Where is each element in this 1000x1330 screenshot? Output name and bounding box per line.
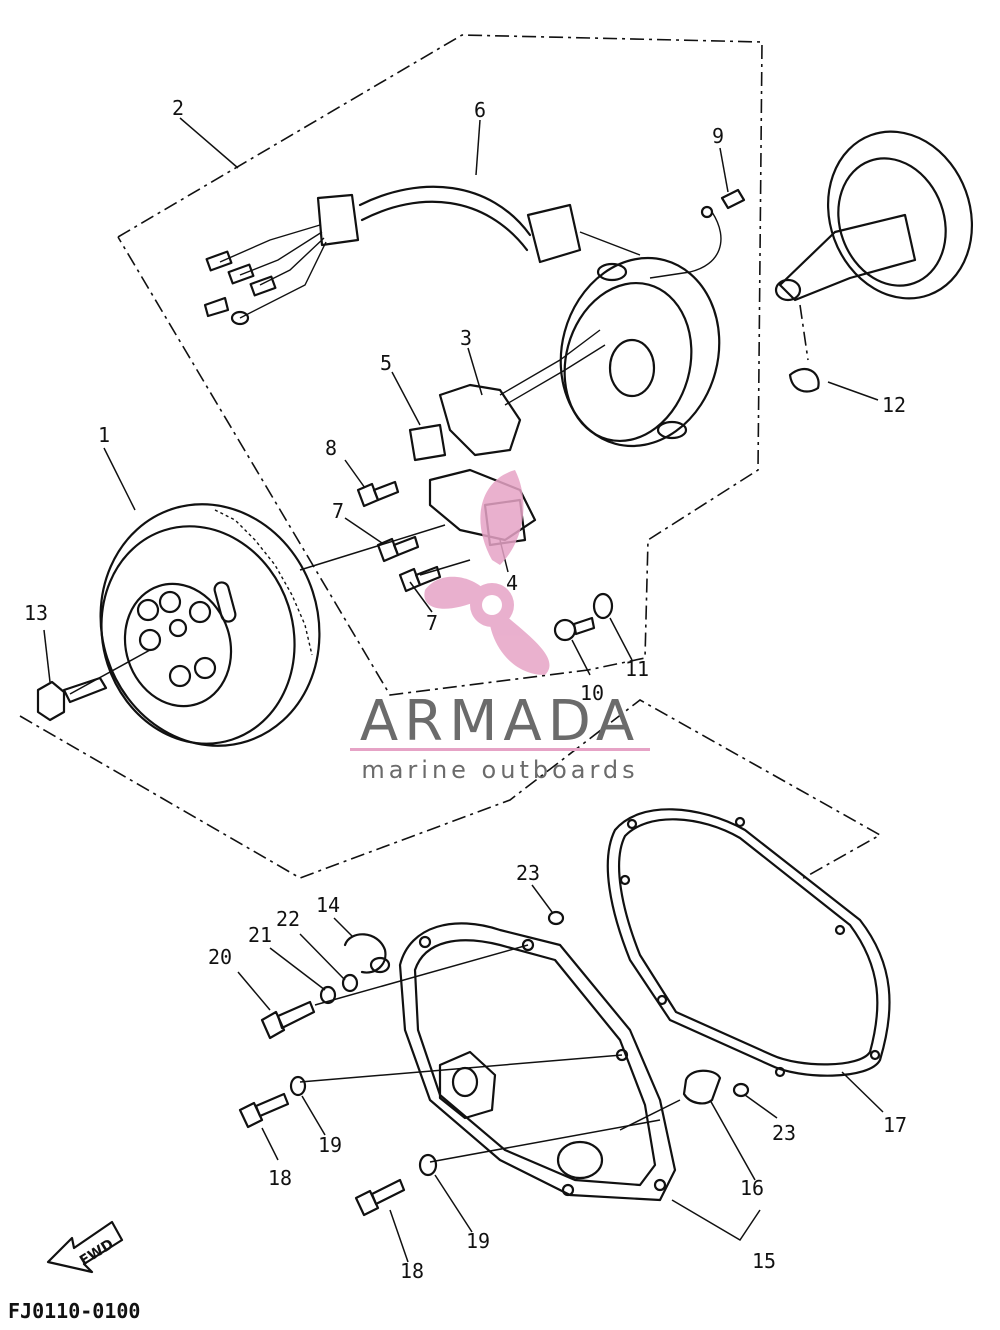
- stator-assembly-part: [408, 256, 721, 547]
- callout-19a: 19: [318, 1133, 342, 1157]
- callout-leaders: [43, 117, 884, 1263]
- callout-3: 3: [460, 326, 472, 350]
- callout-labels: 1 2 3 4 5 6 7 7 8 9 10 11 12 13 14 15 16…: [24, 96, 907, 1283]
- callout-10: 10: [580, 681, 604, 705]
- ground-lead-part: [649, 188, 746, 279]
- callout-16: 16: [740, 1176, 764, 1200]
- callout-22: 22: [276, 907, 300, 931]
- callout-11: 11: [625, 657, 649, 681]
- stator-screws-part: [299, 480, 614, 642]
- cover-fasteners-part: [260, 933, 529, 1040]
- watermark-underline: [350, 748, 650, 751]
- callout-13: 13: [24, 601, 48, 625]
- callout-14: 14: [316, 893, 340, 917]
- document-code: FJ0110-0100: [8, 1299, 140, 1323]
- callout-6: 6: [474, 98, 486, 122]
- watermark-tagline: marine outboards: [361, 756, 638, 784]
- crank-bracket-part: [774, 130, 974, 393]
- flywheel-part: [99, 503, 321, 747]
- callout-4: 4: [506, 571, 518, 595]
- callout-2: 2: [172, 96, 184, 120]
- magneto-cover-part: [398, 922, 677, 1202]
- callout-8: 8: [325, 436, 337, 460]
- callout-7b: 7: [426, 611, 438, 635]
- callout-18a: 18: [268, 1166, 292, 1190]
- callout-7a: 7: [332, 499, 344, 523]
- callout-20: 20: [208, 945, 232, 969]
- callout-23a: 23: [516, 861, 540, 885]
- callout-18b: 18: [400, 1259, 424, 1283]
- callout-19b: 19: [466, 1229, 490, 1253]
- callout-12: 12: [882, 393, 906, 417]
- callout-1: 1: [98, 423, 110, 447]
- callout-15: 15: [752, 1249, 776, 1273]
- assembly-boundary-upper: [117, 34, 763, 696]
- wire-harness-part: [203, 185, 641, 326]
- watermark-brand: ARMADA: [360, 689, 640, 754]
- cover-gasket-part: [606, 808, 891, 1078]
- callout-17: 17: [883, 1113, 907, 1137]
- flywheel-nut-part: [36, 649, 151, 722]
- cover-bolts-part: [238, 910, 750, 1217]
- armada-watermark: ARMADA marine outboards: [350, 470, 650, 784]
- propeller-logo: [424, 470, 550, 675]
- callout-5: 5: [380, 351, 392, 375]
- callout-21: 21: [248, 923, 272, 947]
- callout-23b: 23: [772, 1121, 796, 1145]
- forward-arrow-icon: FWD: [46, 1220, 124, 1274]
- callout-9: 9: [712, 124, 724, 148]
